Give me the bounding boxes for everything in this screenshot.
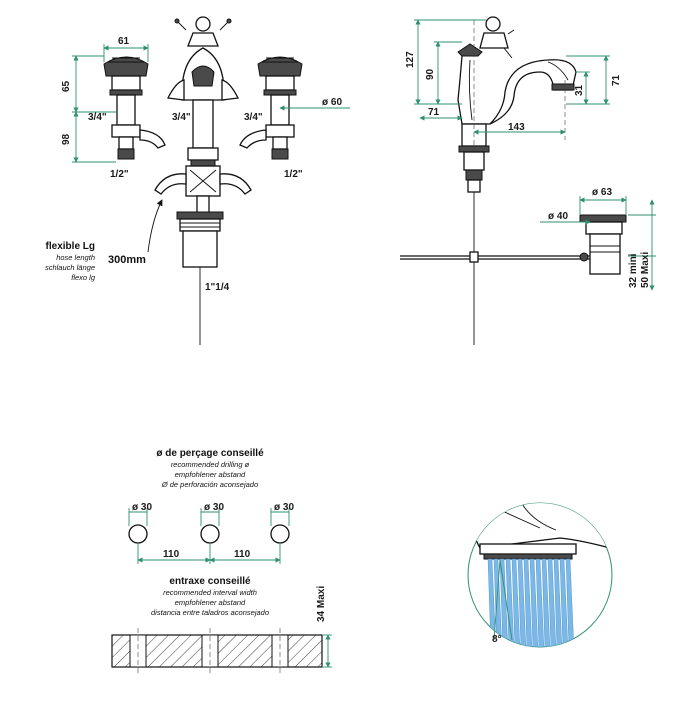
drill-hole-center bbox=[200, 524, 220, 544]
hole-dia-center: ø 30 bbox=[204, 502, 224, 513]
hose-legend-title: flexible Lg bbox=[46, 241, 95, 252]
spray-stripe bbox=[565, 558, 575, 647]
deck-hole-left bbox=[129, 634, 147, 668]
dim-spout-height: 90 bbox=[425, 68, 436, 80]
dim-offset: 71 bbox=[428, 107, 440, 118]
waste-thread-label: 1"1/4 bbox=[205, 282, 230, 293]
aerator-detail: 8° bbox=[467, 502, 613, 648]
dim-deck-min: 32 mini bbox=[628, 253, 639, 288]
hose-legend-line-2: schlauch länge bbox=[45, 263, 95, 272]
left-handle bbox=[103, 56, 166, 160]
inlet-left-label: 1/2" bbox=[110, 169, 129, 180]
dim-top-width: 61 bbox=[118, 36, 130, 47]
inlet-right-label: 1/2" bbox=[284, 169, 303, 180]
side-view: 127 90 71 31 71 143 ø 63 ø 40 32 mini 50… bbox=[400, 16, 656, 345]
dim-total-height: 127 bbox=[405, 51, 416, 68]
thread-left-label: 3/4" bbox=[88, 112, 107, 123]
spray-stripe bbox=[493, 558, 503, 647]
spray-jet bbox=[487, 558, 575, 647]
front-view: 61 65 98 3/4" 3/4" 3/4" ø 60 1/2" 1/2" 1… bbox=[61, 16, 350, 345]
drill-hole-right bbox=[270, 524, 290, 544]
interval-line-2: empfohlener abstand bbox=[175, 598, 246, 607]
hole-dia-left: ø 30 bbox=[132, 502, 152, 513]
drilling-title: ø de perçage conseillé bbox=[156, 448, 264, 459]
drill-hole-left bbox=[128, 524, 148, 544]
spray-stripe bbox=[529, 558, 539, 647]
drilling-line-2: empfohlener abstand bbox=[175, 470, 246, 479]
dim-reach: 143 bbox=[508, 122, 525, 133]
dim-handle-height: 65 bbox=[61, 80, 72, 92]
center-spout bbox=[167, 16, 239, 167]
drilling-line-1: recommended drilling ø bbox=[171, 460, 250, 469]
right-handle bbox=[239, 56, 303, 160]
interval-line-3: distancia entre taladros aconsejado bbox=[151, 608, 269, 617]
hole-dia-right: ø 30 bbox=[274, 502, 294, 513]
thread-center-label: 3/4" bbox=[172, 112, 191, 123]
thread-right-label: 3/4" bbox=[244, 112, 263, 123]
spray-stripe bbox=[499, 558, 509, 647]
hose-length-label: 300mm bbox=[108, 254, 146, 266]
hose-legend: flexible Lg hose length schlauch länge f… bbox=[45, 241, 96, 282]
spray-stripe bbox=[505, 558, 515, 647]
interval-section: entraxe conseillé recommended interval w… bbox=[111, 576, 332, 674]
deck-hole-center bbox=[201, 634, 219, 668]
drilling-line-3: Ø de perforación aconsejado bbox=[161, 480, 258, 489]
front-dimensions bbox=[72, 44, 350, 163]
spray-angle-label: 8° bbox=[492, 634, 502, 645]
spray-stripe bbox=[547, 558, 557, 647]
dim-waste-top: ø 63 bbox=[592, 187, 612, 198]
dim-waste-inner: ø 40 bbox=[548, 211, 568, 222]
max-thickness-label: 34 Maxi bbox=[316, 586, 327, 622]
dim-diameter-label: ø 60 bbox=[322, 97, 342, 108]
spray-stripe bbox=[517, 558, 527, 647]
spray-stripe bbox=[511, 558, 521, 647]
waste-assembly bbox=[176, 211, 224, 345]
deck-hole-right bbox=[271, 634, 289, 668]
interval-title: entraxe conseillé bbox=[169, 576, 251, 587]
hose-legend-line-1: hose length bbox=[56, 253, 95, 262]
spray-stripe bbox=[487, 558, 497, 647]
dim-outlet-height: 71 bbox=[611, 74, 622, 86]
connection-tee bbox=[154, 165, 252, 215]
interval-line-1: recommended interval width bbox=[163, 588, 257, 597]
spray-stripe bbox=[559, 558, 569, 647]
spray-stripe bbox=[535, 558, 545, 647]
drilling-section: ø de perçage conseillé recommended drill… bbox=[128, 448, 294, 564]
spray-stripe bbox=[553, 558, 563, 647]
spray-stripe bbox=[523, 558, 533, 647]
hose-legend-line-3: flexo lg bbox=[71, 273, 96, 282]
dim-body-height: 98 bbox=[61, 133, 72, 145]
dim-deck-max: 50 Maxi bbox=[640, 252, 651, 288]
spray-stripe bbox=[541, 558, 551, 647]
spacing-right: 110 bbox=[234, 549, 251, 560]
dim-aerator: 31 bbox=[574, 84, 585, 96]
spacing-left: 110 bbox=[163, 549, 180, 560]
